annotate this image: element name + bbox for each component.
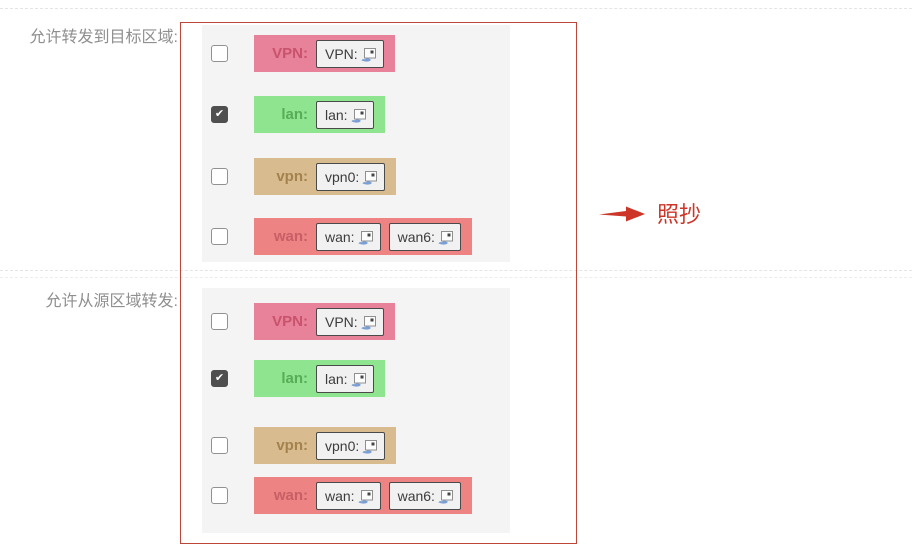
network-chip: wan: [316, 481, 381, 510]
zone-checkbox[interactable] [211, 45, 228, 62]
zone-badge: vpn: vpn0: [254, 158, 397, 195]
broken-image-icon [362, 171, 378, 185]
zone-option-row: vpn: vpn0: [211, 158, 397, 195]
zone-badge: lan: lan: [254, 360, 385, 397]
zone-checkbox[interactable] [211, 228, 228, 245]
network-chip: vpn0: [316, 162, 386, 191]
zone-option-row: wan: wan: wan6: [211, 477, 472, 514]
broken-image-icon [358, 490, 373, 504]
network-name: wan6: [397, 228, 435, 245]
network-chip: lan: [316, 364, 374, 393]
zone-option-row: lan: lan: [211, 360, 385, 397]
zone-option-row: lan: lan: [211, 96, 385, 133]
broken-image-icon [438, 490, 453, 504]
broken-image-icon [361, 48, 376, 62]
zone-badge: VPN: VPN: [254, 303, 395, 340]
zone-option-row: VPN: VPN: [211, 35, 395, 72]
zone-label: vpn: [276, 437, 308, 454]
network-chip: VPN: [316, 307, 384, 336]
network-name: lan: [325, 106, 348, 123]
zone-badge: wan: wan: wan6: [254, 477, 472, 514]
zone-label: lan: [281, 106, 308, 123]
zone-checkbox[interactable] [211, 370, 228, 387]
broken-image-icon [438, 231, 453, 245]
network-chip: lan: [316, 100, 374, 129]
zone-badge: VPN: VPN: [254, 35, 395, 72]
zone-checkbox[interactable] [211, 487, 228, 504]
divider-between-rows [0, 270, 912, 271]
zone-option-row: wan: wan: wan6: [211, 218, 472, 255]
zone-list-destination: VPN: VPN: lan: lan: [202, 25, 510, 262]
network-name: wan: [325, 228, 355, 245]
network-chip: wan: [316, 222, 381, 251]
divider-between-rows-2 [0, 277, 912, 278]
divider-top [0, 8, 912, 9]
broken-image-icon [361, 316, 376, 330]
broken-image-icon [351, 373, 366, 387]
network-chip: vpn0: [316, 431, 386, 460]
network-name: vpn0: [325, 168, 360, 185]
zone-label: vpn: [276, 168, 308, 185]
network-name: lan: [325, 370, 348, 387]
zone-badge: wan: wan: wan6: [254, 218, 472, 255]
network-name: vpn0: [325, 437, 360, 454]
zone-checkbox[interactable] [211, 168, 228, 185]
zone-badge: vpn: vpn0: [254, 427, 397, 464]
broken-image-icon [351, 109, 366, 123]
network-chip: wan6: [388, 222, 461, 251]
zone-label: VPN: [272, 313, 308, 330]
zone-badge: lan: lan: [254, 96, 385, 133]
field-label-forward-source: 允许从源区域转发: [45, 293, 178, 310]
zone-label: wan: [273, 487, 308, 504]
network-name: VPN: [325, 313, 358, 330]
network-chip: VPN: [316, 39, 384, 68]
network-chip: wan6: [388, 481, 461, 510]
zone-checkbox[interactable] [211, 437, 228, 454]
annotation-label: 照抄 [657, 202, 702, 227]
zone-option-row: vpn: vpn0: [211, 427, 397, 464]
network-name: wan: [325, 487, 355, 504]
zone-option-row: VPN: VPN: [211, 303, 395, 340]
network-name: VPN: [325, 45, 358, 62]
broken-image-icon [362, 440, 378, 454]
zone-label: VPN: [272, 45, 308, 62]
zone-label: wan: [273, 228, 308, 245]
field-label-forward-destination: 允许转发到目标区域: [29, 29, 178, 46]
zone-checkbox[interactable] [211, 106, 228, 123]
network-name: wan6: [397, 487, 435, 504]
zone-list-source: VPN: VPN: lan: lan: [202, 288, 510, 533]
zone-label: lan: [281, 370, 308, 387]
arrow-right-icon [599, 206, 645, 222]
zone-checkbox[interactable] [211, 313, 228, 330]
broken-image-icon [358, 231, 373, 245]
